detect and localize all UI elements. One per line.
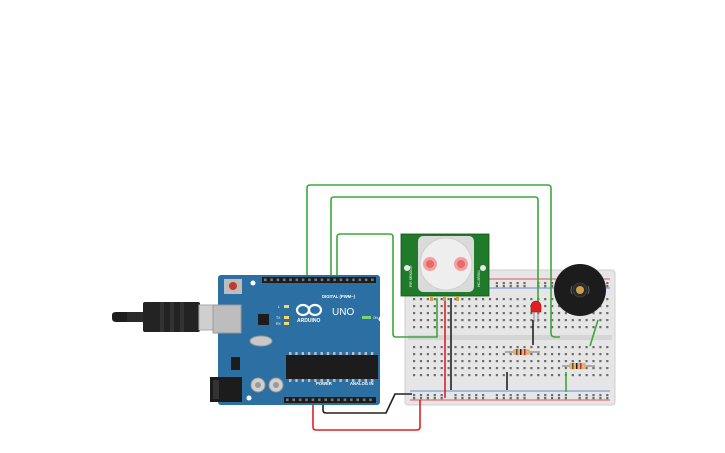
pir-sensor[interactable]: PIR SENSOR HC-SR501 (400, 233, 490, 301)
arduino-logo (295, 303, 323, 317)
usb-socket (212, 304, 242, 334)
pir-left-label: PIR SENSOR (409, 265, 413, 287)
rx-label: RX (276, 322, 282, 326)
led-l-label: L (278, 305, 280, 309)
atmega-chip-pins (289, 352, 374, 382)
power-label: POWER (316, 381, 332, 386)
crystal-oscillator (249, 335, 273, 347)
green-wires (306, 184, 599, 392)
wire-green-buzzer (589, 319, 599, 347)
reset-button-icon[interactable] (224, 279, 242, 294)
digital-header-pins (264, 278, 374, 282)
piezo-buzzer[interactable] (554, 264, 606, 316)
pir-right-label: HC-SR501 (477, 270, 481, 287)
red-led[interactable] (530, 300, 542, 322)
power-wires (312, 298, 534, 431)
atmega-chip (286, 355, 378, 379)
wire-green-inner (336, 233, 438, 338)
resistor-2[interactable] (562, 363, 595, 369)
digital-label: DIGITAL (PWM~) (322, 294, 356, 299)
power-analog-header-pins (286, 398, 372, 402)
tx-label: TX (276, 316, 281, 320)
wire-green-outer (306, 184, 560, 338)
usb-chip (258, 314, 269, 325)
power-jack-icon (210, 377, 242, 402)
wire-black-gnd (322, 393, 412, 414)
uno-model: UNO (332, 307, 354, 318)
voltage-regulator (231, 357, 240, 370)
arduino-uno-board[interactable]: L TX RX ON ARDUINO UNO DIGITAL (PWM~) PO… (210, 275, 384, 405)
wire-red-5v (312, 394, 421, 431)
analog-label: ANALOG IN (350, 381, 374, 386)
resistor-1[interactable] (505, 349, 540, 355)
wire-green-middle (330, 196, 539, 307)
arduino-brand: ARDUINO (297, 318, 320, 324)
on-label: ON (373, 316, 378, 320)
